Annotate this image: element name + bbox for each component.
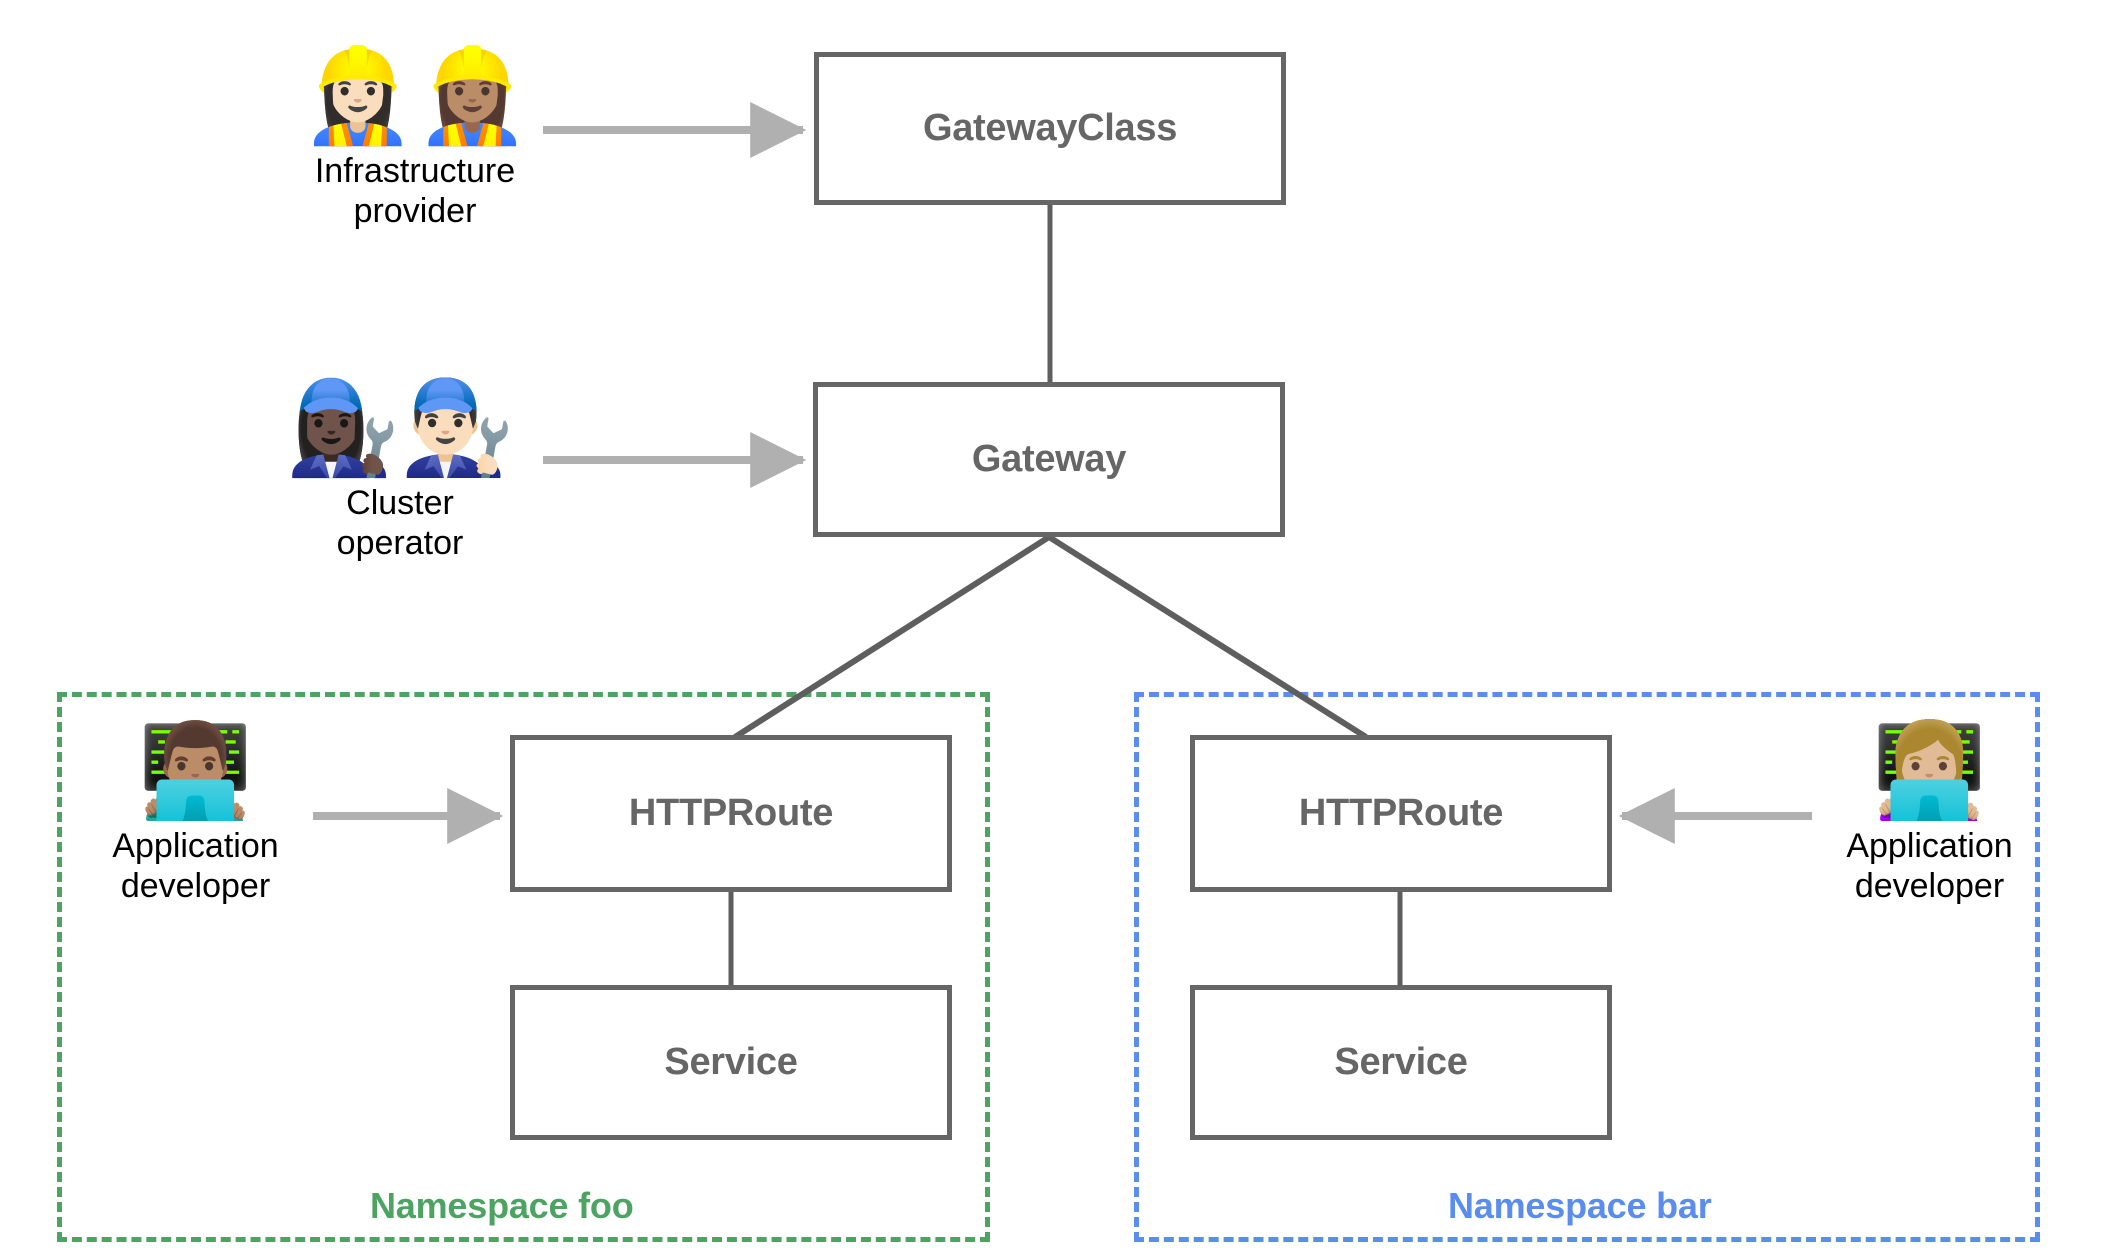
namespace-bar-label: Namespace bar [1448,1185,1712,1226]
persona-caption-application-developer-foo: Application developer [112,827,279,905]
mechanic-man-light-icon: 👨🏻‍🔧 [400,377,515,479]
persona-icons-application-developer-bar: 👩🏼‍💻 [1872,725,1987,817]
technologist-woman-blonde-icon: 👩🏼‍💻 [1872,720,1987,822]
persona-infrastructure-provider: 👷🏻‍♀️ 👷🏽‍♀️ Infrastructure provider [270,50,560,232]
namespace-foo-boundary [57,692,990,1242]
persona-icons-infrastructure-provider: 👷🏻‍♀️ 👷🏽‍♀️ [300,50,529,142]
persona-icons-cluster-operator: 👩🏿‍🔧 👨🏻‍🔧 [285,382,514,474]
namespace-foo-label: Namespace foo [370,1185,634,1226]
persona-caption-infrastructure-provider: Infrastructure provider [314,152,516,230]
persona-application-developer-bar: 👩🏼‍💻 Application developer [1822,725,2037,907]
resource-label-httproute-foo: HTTPRoute [628,792,834,834]
construction-worker-woman-light-icon: 👷🏻‍♀️ [300,45,415,147]
construction-worker-woman-medium-icon: 👷🏽‍♀️ [415,45,530,147]
namespace-bar-boundary [1134,692,2040,1242]
resource-label-httproute-bar: HTTPRoute [1298,792,1504,834]
resource-label-gatewayclass: GatewayClass [922,107,1178,149]
resource-label-gateway: Gateway [971,438,1127,480]
resource-label-service-foo: Service [664,1041,798,1083]
persona-caption-cluster-operator: Cluster operator [336,484,464,562]
technologist-man-medium-icon: 👨🏽‍💻 [138,720,253,822]
resource-label-service-bar: Service [1334,1041,1468,1083]
resource-box-service-foo[interactable]: Service [510,985,952,1140]
persona-cluster-operator: 👩🏿‍🔧 👨🏻‍🔧 Cluster operator [255,382,545,564]
resource-box-gateway[interactable]: Gateway [813,382,1285,537]
persona-application-developer-foo: 👨🏽‍💻 Application developer [88,725,303,907]
persona-icons-application-developer-foo: 👨🏽‍💻 [138,725,253,817]
mechanic-woman-dark-icon: 👩🏿‍🔧 [285,377,400,479]
resource-box-httproute-bar[interactable]: HTTPRoute [1190,735,1612,892]
resource-box-gatewayclass[interactable]: GatewayClass [814,52,1286,205]
persona-caption-application-developer-bar: Application developer [1846,827,2013,905]
resource-box-service-bar[interactable]: Service [1190,985,1612,1140]
resource-box-httproute-foo[interactable]: HTTPRoute [510,735,952,892]
